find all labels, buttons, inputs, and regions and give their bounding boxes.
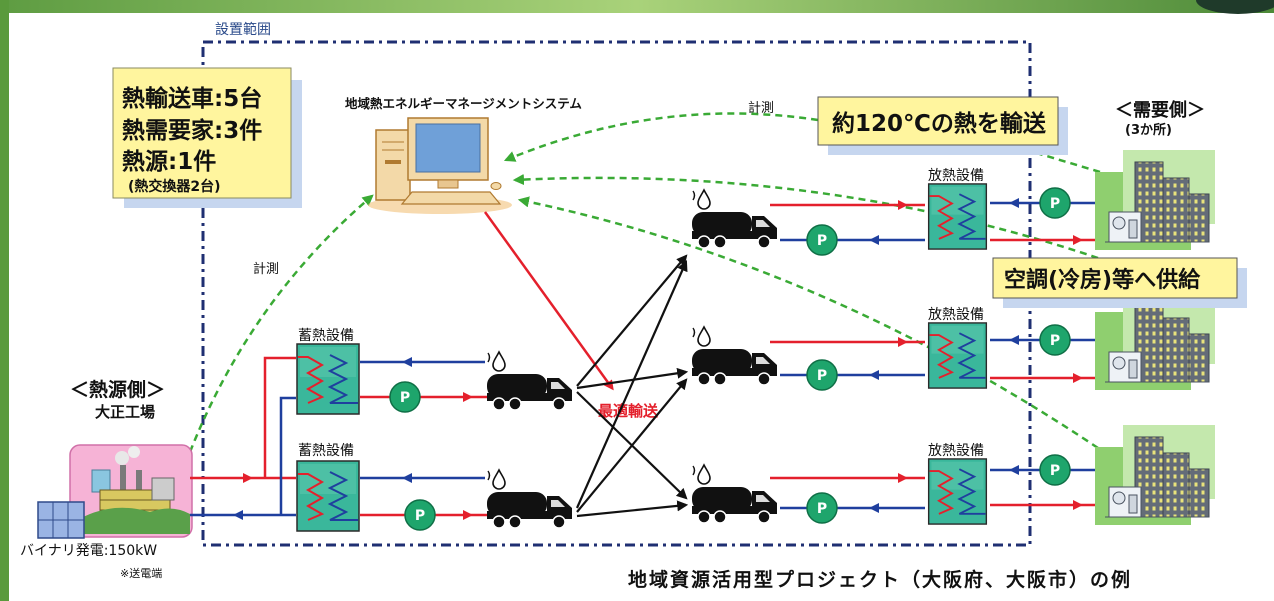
pump-icon: P <box>1039 324 1071 356</box>
summary-trucks: 熱輸送車:5台 <box>122 85 262 112</box>
transport-route-arrow <box>576 367 689 390</box>
binary-power-note: ※送電端 <box>120 566 162 580</box>
heat-storage-unit <box>296 343 360 415</box>
pump-label: P <box>400 390 410 406</box>
transport-route-arrow <box>576 500 689 518</box>
summary-customers: 熱需要家:3件 <box>122 117 262 144</box>
pump-icon: P <box>389 381 421 413</box>
measurement-label: 計測 <box>253 261 279 277</box>
measurement-arrow <box>503 112 819 162</box>
pump-icon: P <box>806 359 838 391</box>
computer-icon <box>368 117 512 214</box>
heat-radiator-label: 放熱設備 <box>928 307 984 323</box>
summary-box: 熱輸送車:5台 熱需要家:3件 熱源:1件 (熱交換器2台) <box>112 67 292 199</box>
source-side-title: ＜熱源側＞ <box>70 378 165 401</box>
binary-power-label: バイナリ発電:150kW <box>20 543 157 559</box>
building-icon <box>1095 425 1215 525</box>
transport-route-arrow <box>576 254 688 387</box>
pump-label: P <box>817 233 827 249</box>
demand-side-title: ＜需要側＞ <box>1115 99 1205 121</box>
caption: 地域資源活用型プロジェクト（大阪府、大阪市）の例 <box>628 568 1132 591</box>
transport-callout: 約120℃の熱を輸送 <box>817 96 1059 146</box>
header-band <box>0 0 1274 13</box>
demand-side-count: (3か所) <box>1125 122 1172 138</box>
summary-sources: 熱源:1件 <box>122 149 216 175</box>
supply-callout: 空調(冷房)等へ供給 <box>992 257 1238 299</box>
power-panel-icon <box>37 501 85 539</box>
heat-radiator-label: 放熱設備 <box>928 168 984 184</box>
installation-range-label: 設置範囲 <box>215 21 271 38</box>
dispatch-arrow <box>483 211 614 391</box>
installation-range-frame <box>201 40 1032 547</box>
truck-icon <box>486 351 573 411</box>
measurement-label: 計測 <box>748 100 774 116</box>
energy-management-label: 地域熱エネルギーマネージメントシステム <box>345 96 582 111</box>
truck-icon <box>691 326 778 386</box>
measurement-arrow <box>188 194 374 453</box>
return-flow-line <box>279 396 296 515</box>
truck-icon <box>691 189 778 249</box>
heat-radiator-unit <box>927 322 988 389</box>
measurement-arrow <box>512 173 1099 260</box>
pump-icon: P <box>806 224 838 256</box>
pump-icon: P <box>1039 454 1071 486</box>
pump-label: P <box>1050 463 1060 479</box>
heat-storage-unit <box>296 460 360 532</box>
pump-icon: P <box>404 499 436 531</box>
header-decoration <box>1196 0 1274 14</box>
heat-radiator-unit <box>927 183 988 250</box>
supply-callout-text: 空調(冷房)等へ供給 <box>1004 267 1201 293</box>
pump-icon: P <box>1039 187 1071 219</box>
heat-radiator-label: 放熱設備 <box>928 443 984 459</box>
factory-icon <box>69 444 193 538</box>
heat-storage-label: 蓄熱設備 <box>298 443 354 459</box>
pump-label: P <box>817 368 827 384</box>
heat-flow-line <box>263 356 296 478</box>
heat-radiator-unit <box>927 458 988 525</box>
pump-label: P <box>1050 196 1060 212</box>
pump-icon: P <box>806 492 838 524</box>
source-factory-name: 大正工場 <box>95 403 155 421</box>
transport-route-arrow <box>576 378 688 513</box>
pump-label: P <box>1050 333 1060 349</box>
measurement-arrow <box>517 196 1099 450</box>
optimal-transport-label: 最適輸送 <box>598 402 659 420</box>
left-border <box>0 0 9 601</box>
building-icon <box>1095 150 1215 250</box>
summary-exchangers: (熱交換器2台) <box>128 178 221 195</box>
heat-storage-label: 蓄熱設備 <box>298 328 354 344</box>
truck-icon <box>691 464 778 524</box>
transport-callout-text: 約120℃の熱を輸送 <box>832 110 1046 137</box>
truck-icon <box>486 469 573 529</box>
transport-route-arrow <box>575 259 688 509</box>
pump-label: P <box>817 501 827 517</box>
pump-label: P <box>415 508 425 524</box>
